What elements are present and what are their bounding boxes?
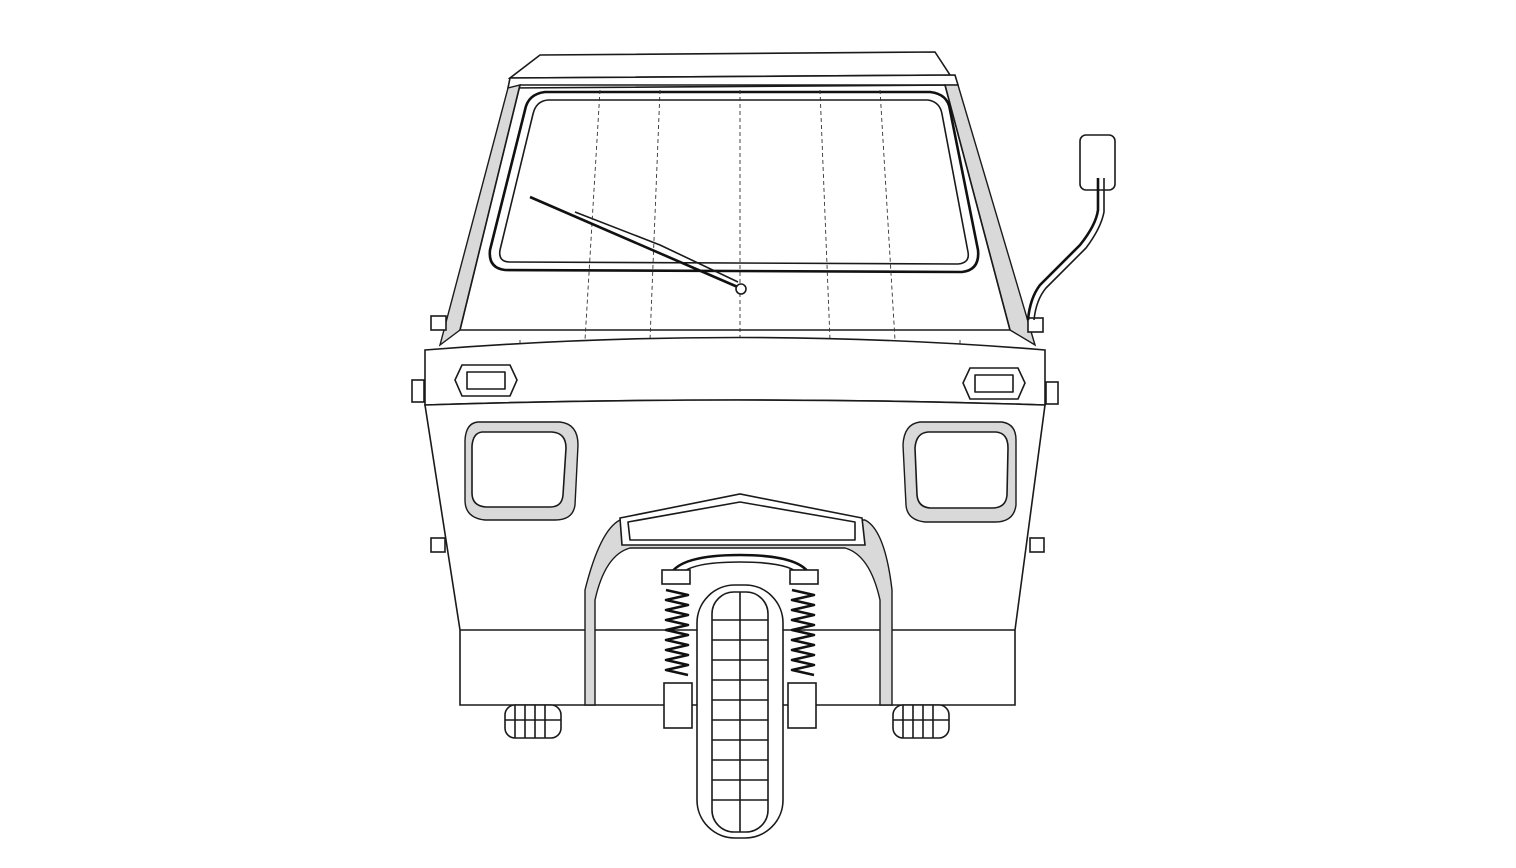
front-fender: [584, 493, 893, 706]
front-wheel: [696, 584, 784, 839]
roof: [507, 51, 960, 89]
rear-wheel-left: [504, 704, 562, 739]
wiper: [529, 195, 747, 295]
rear-wheel-right: [892, 704, 950, 739]
cabin: [430, 84, 1044, 347]
right-indicator: [962, 367, 1026, 400]
left-indicator: [454, 364, 518, 397]
right-headlight: [902, 421, 1017, 523]
side-mirror: [1026, 134, 1116, 321]
windshield: [488, 90, 980, 274]
suspension: [661, 553, 819, 729]
left-headlight: [464, 421, 579, 521]
